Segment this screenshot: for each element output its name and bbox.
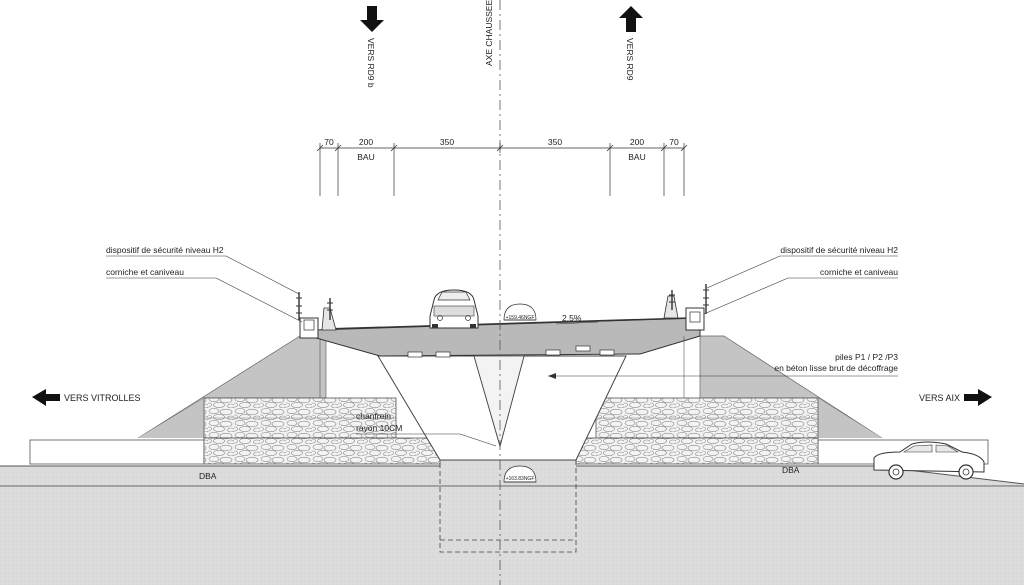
bau-left-label: BAU xyxy=(357,152,374,162)
dimension-value: 70 xyxy=(324,137,334,147)
callout-piles-line2: en béton lisse brut de décoffrage xyxy=(774,363,898,373)
dimension-value: 350 xyxy=(440,137,454,147)
callout-chamfer-line1: chanfrein xyxy=(356,411,391,421)
car-front-view xyxy=(429,289,479,329)
slope-label: 2.5% xyxy=(562,313,582,323)
arrow-down-icon xyxy=(360,6,384,32)
dimension-value: 70 xyxy=(669,137,679,147)
dimension-line xyxy=(316,143,688,196)
bau-right-label: BAU xyxy=(628,152,645,162)
level-deck-label: +159.46NGF xyxy=(506,315,535,321)
level-marker-ground: +163.83NGF xyxy=(503,465,537,483)
bridge-deck xyxy=(299,295,705,358)
direction-right-top-label: VERS RD9 xyxy=(625,38,635,81)
arrow-right-icon xyxy=(964,389,992,406)
dba-left-label: DBA xyxy=(199,471,217,481)
axis-label: AXE CHAUSSEE xyxy=(484,0,494,66)
callout-leaders-right xyxy=(548,255,898,379)
level-marker-deck: +159.46NGF xyxy=(503,303,537,321)
dimension-value: 200 xyxy=(630,137,644,147)
callout-leaders-left xyxy=(106,255,303,323)
arrow-up-icon xyxy=(619,6,643,32)
level-ground-label: +163.83NGF xyxy=(506,476,535,482)
dba-right-label: DBA xyxy=(782,465,800,475)
callout-security-right: dispositif de sécurité niveau H2 xyxy=(780,245,898,255)
callout-leader-chamfer xyxy=(356,433,497,447)
dimension-value: 350 xyxy=(548,137,562,147)
dimension-value: 200 xyxy=(359,137,373,147)
callout-cornice-left: corniche et caniveau xyxy=(106,267,184,277)
callout-chamfer-line2: rayon 10CM xyxy=(356,423,402,433)
embankment-slopes xyxy=(137,335,883,439)
safety-barriers xyxy=(296,284,709,320)
direction-right-label: VERS AIX xyxy=(919,393,960,403)
ground-mass xyxy=(0,460,1024,585)
callout-security-left: dispositif de sécurité niveau H2 xyxy=(106,245,224,255)
car-side-view xyxy=(873,441,985,480)
direction-left-label: VERS VITROLLES xyxy=(64,393,141,403)
direction-left-top-label: VERS RD9 b xyxy=(366,38,376,88)
arrow-left-icon xyxy=(32,389,60,406)
callout-piles-line1: piles P1 / P2 /P3 xyxy=(835,352,898,362)
callout-cornice-right: corniche et caniveau xyxy=(820,267,898,277)
